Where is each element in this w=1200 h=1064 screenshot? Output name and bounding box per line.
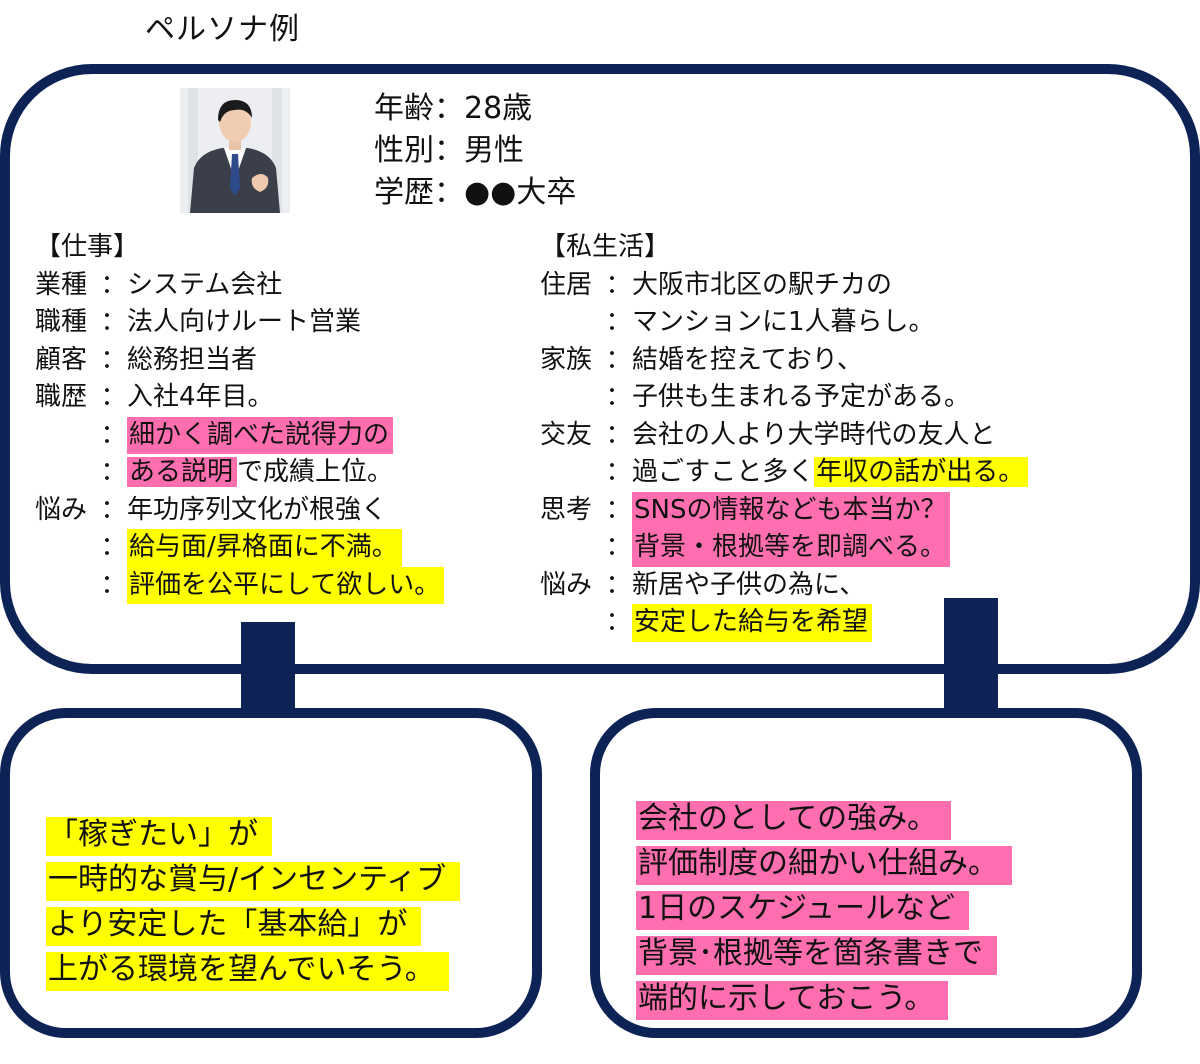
insight-text-right: 会社のとしての強み。 評価制度の細かい仕組み。 1日のスケジュールなど 背景･根… (636, 796, 1012, 1021)
life-family-label: 家族 (540, 344, 593, 375)
insight-right-line: 評価制度の細かい仕組み。 (636, 846, 1012, 885)
life-heading: 【私生活】 (540, 232, 671, 262)
life-worry-line-2: 安定した給与を希望 (632, 604, 873, 642)
insight-right-line: 背景･根拠等を箇条書きで (636, 936, 997, 975)
work-worry-label: 悩み (35, 494, 88, 525)
insight-left-line: 「稼ぎたい」が (46, 817, 272, 856)
work-client-value: 総務担当者 (127, 344, 258, 375)
life-friends-label: 交友 (540, 419, 593, 450)
work-industry-label: 業種 (35, 269, 88, 300)
life-friends-line-2b: 年収の話が出る。 (814, 457, 1029, 487)
insight-left-line: 一時的な賞与/インセンティブ (46, 862, 461, 901)
life-worry-label: 悩み (540, 569, 593, 600)
work-career-label: 職歴 (35, 382, 88, 412)
insight-left-line: 上がる環境を望んでいそう。 (46, 952, 449, 991)
life-friends-value: 会社の人より大学時代の友人と (632, 419, 996, 450)
profile-education: 学歴：●●大卒 (374, 175, 577, 210)
profile-gender: 性別：男性 (374, 133, 524, 168)
life-thinking-label: 思考 (540, 494, 593, 525)
work-career-line-3b: で成績上位。 (237, 457, 394, 487)
insight-text-left: 「稼ぎたい」が 一時的な賞与/インセンティブ より安定した「基本給」が 上がる環… (46, 812, 461, 992)
work-job-value: 法人向けルート営業 (127, 307, 362, 337)
work-worry-value: 年功序列文化が根強く (127, 494, 388, 525)
life-residence-label: 住居 (540, 269, 593, 300)
work-worry-line-2: 給与面/昇格面に不満。 (127, 529, 402, 567)
diagram-title: ペルソナ例 (145, 12, 300, 47)
insight-right-line: 端的に示しておこう。 (636, 981, 949, 1020)
life-worry-value: 新居や子供の為に、 (632, 569, 866, 600)
work-career-line-3a: ある説明 (127, 457, 238, 487)
work-industry-value: システム会社 (127, 269, 283, 300)
life-section: 【私生活】 住居：大阪市北区の駅チカの ：マンションに1人暮らし。 家族：結婚を… (540, 229, 1029, 642)
life-thinking-value: SNSの情報なども本当か？ (632, 491, 951, 529)
work-client-label: 顧客 (35, 344, 88, 375)
profile-age: 年齢：28歳 (374, 91, 533, 126)
life-friends-line-2a: 過ごすこと多く (632, 457, 815, 487)
life-residence-line-2: マンションに1人暮らし。 (632, 307, 935, 337)
work-section: 【仕事】 業種：システム会社 職種：法人向けルート営業 顧客：総務担当者 職歴：… (35, 229, 445, 604)
work-career-value: 入社4年目。 (127, 382, 274, 412)
life-family-line-2: 子供も生まれる予定がある。 (632, 382, 971, 412)
work-job-label: 職種 (35, 307, 88, 337)
persona-photo (180, 88, 290, 213)
insight-left-line: より安定した「基本給」が (46, 907, 422, 946)
work-worry-line-3: 評価を公平にして欲しい。 (127, 566, 445, 604)
life-residence-value: 大阪市北区の駅チカの (632, 269, 893, 300)
life-thinking-line-2: 背景・根拠等を即調べる。 (632, 529, 951, 567)
profile-basic: 年齢：28歳 性別：男性 学歴：●●大卒 (374, 88, 576, 214)
life-family-value: 結婚を控えており、 (632, 344, 863, 375)
work-heading: 【仕事】 (35, 232, 140, 262)
insight-right-line: 会社のとしての強み。 (636, 801, 952, 840)
work-career-line-2: 細かく調べた説得力の (127, 416, 394, 454)
insight-right-line: 1日のスケジュールなど (636, 891, 969, 930)
